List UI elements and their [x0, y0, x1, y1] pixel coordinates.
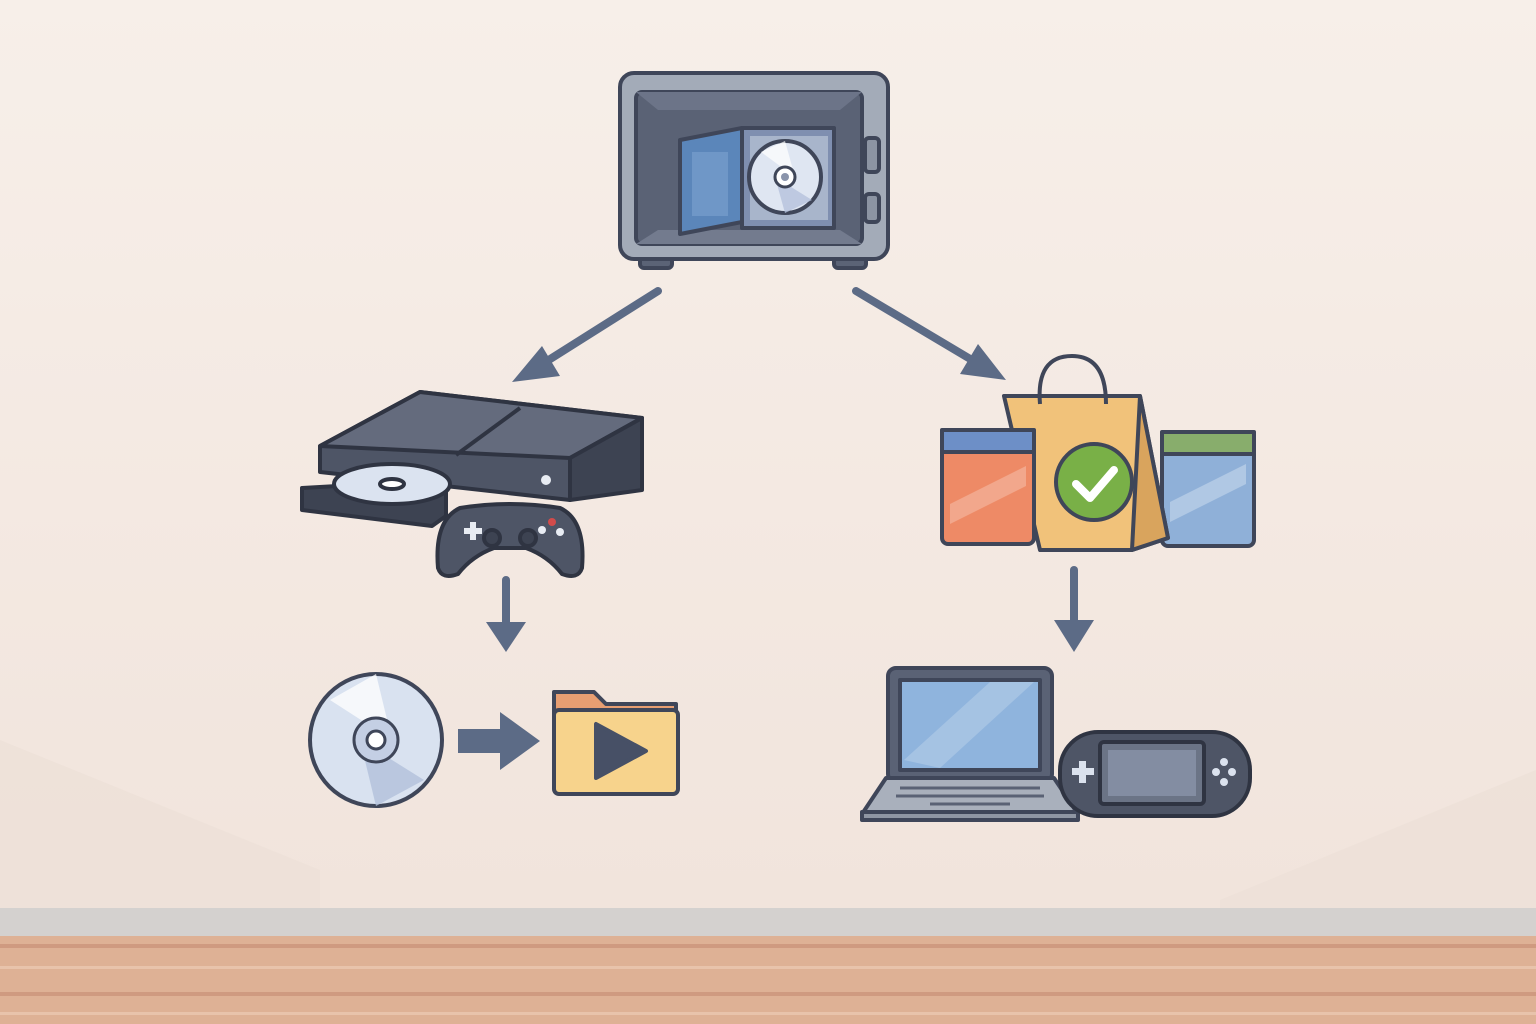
arrow-store-to-devices	[1054, 566, 1094, 652]
checkmark-badge-icon	[1054, 442, 1134, 522]
game-console-with-disc-tray-icon	[300, 390, 644, 578]
disc-icon	[308, 672, 444, 808]
game-controller-icon	[435, 502, 585, 578]
handheld-console-icon	[1058, 730, 1252, 818]
console-node	[296, 388, 648, 584]
arrow-console-to-folder	[486, 576, 526, 652]
store-node	[936, 350, 1260, 556]
safe-node	[616, 70, 896, 280]
disc-to-folder-node	[300, 668, 684, 810]
video-folder-icon	[552, 690, 680, 796]
laptop-and-handheld-icon	[860, 666, 1252, 822]
disc-to-video-folder-icon	[308, 672, 680, 808]
devices-node	[856, 660, 1256, 824]
arrow-safe-to-console	[512, 287, 662, 382]
shopping-bag-with-games-icon	[940, 354, 1256, 552]
safe-with-disc-case-icon	[618, 71, 890, 270]
laptop-icon	[860, 666, 1080, 822]
